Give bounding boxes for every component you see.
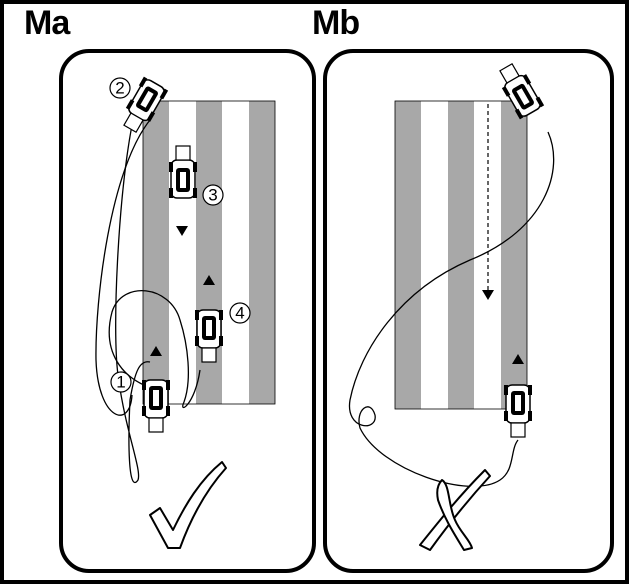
- mowing-path-ma: [95, 119, 201, 484]
- panel-label-ma: Ma: [24, 4, 70, 42]
- panel-ma: 2 3 4 1: [59, 49, 316, 573]
- step-badge-3: 3: [202, 184, 224, 206]
- cross-mark-icon: [419, 469, 491, 551]
- step-number-4: 4: [235, 304, 244, 323]
- step-number-2: 2: [115, 79, 124, 98]
- panel-mb: [323, 49, 614, 573]
- arrow-down-mb: [482, 290, 494, 300]
- panel-label-mb: Mb: [312, 4, 360, 42]
- arrow-up-mb: [512, 354, 524, 364]
- step-number-3: 3: [208, 186, 217, 205]
- arrow-up-ma-4: [203, 275, 215, 285]
- step-badge-1: 1: [110, 371, 132, 393]
- check-mark-icon: [149, 461, 227, 549]
- lawn-stripes-mb: [394, 100, 528, 410]
- step-badge-4: 4: [229, 302, 251, 324]
- lawn-stripes-ma: [142, 100, 276, 405]
- arrow-up-ma-1: [150, 346, 162, 356]
- step-badge-2: 2: [109, 77, 131, 99]
- arrow-down-ma: [176, 226, 188, 236]
- step-number-1: 1: [116, 373, 125, 392]
